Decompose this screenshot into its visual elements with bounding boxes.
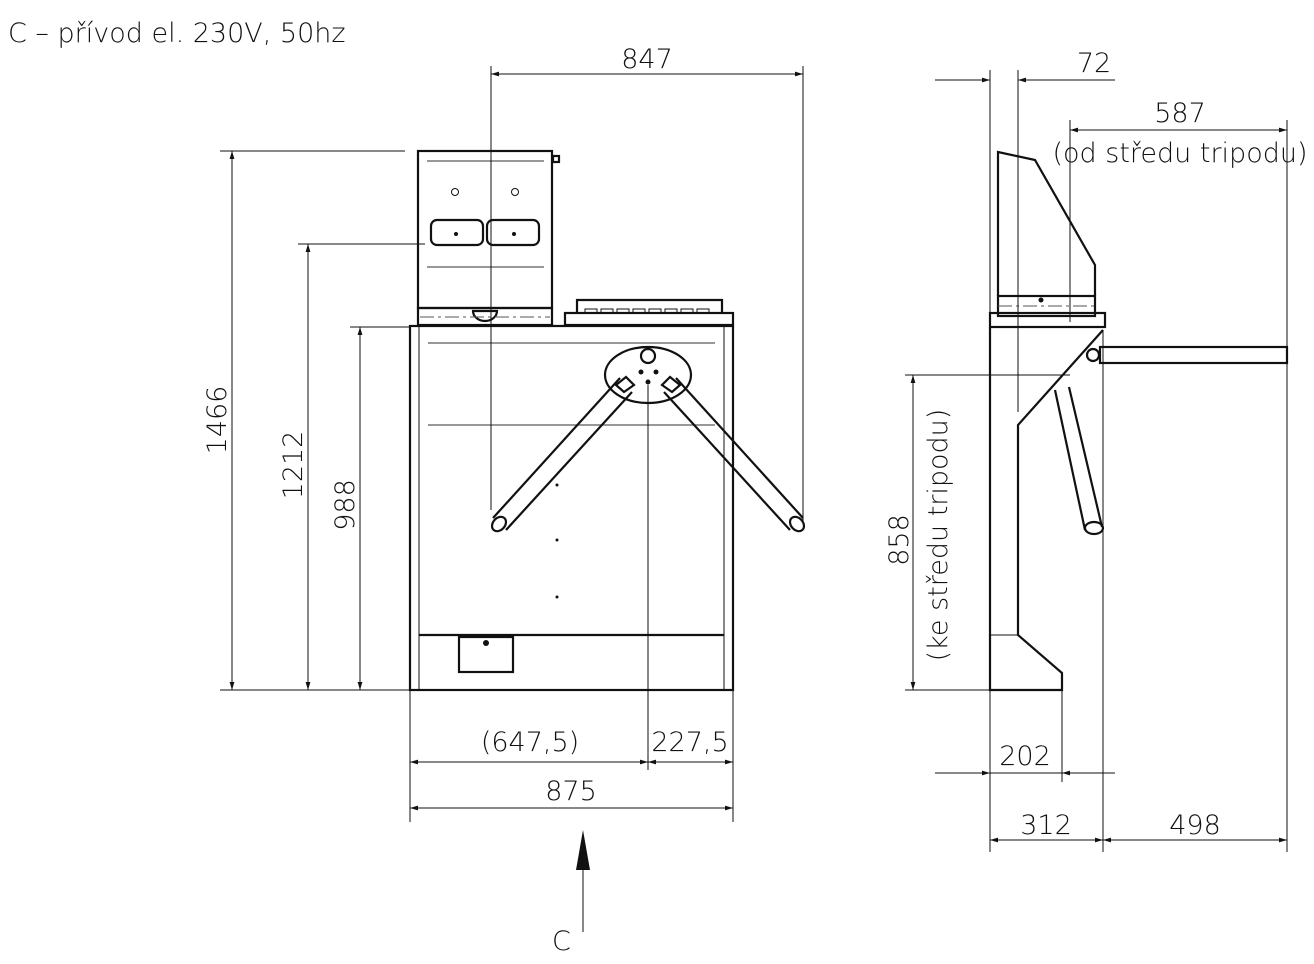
dim-label: 312: [1020, 810, 1072, 841]
dimension-847: 847: [490, 44, 804, 522]
dim-label: 587: [1154, 98, 1206, 129]
lower-arm: [1053, 386, 1104, 531]
horizontal-arm: [1098, 345, 1289, 365]
tripod: [490, 345, 806, 770]
dim-label: 875: [545, 776, 597, 807]
dimension-1212: 1212: [278, 243, 425, 690]
turnstile-body: [408, 324, 735, 692]
dim-label: 202: [999, 741, 1051, 772]
dimension-858: 858 (ke středu tripodu): [884, 374, 1070, 691]
dimension-647-5: (647,5): [409, 690, 734, 822]
dim-label: 858: [884, 514, 915, 566]
service-hatch: [457, 635, 515, 674]
top-plate: [563, 298, 735, 327]
dim-label: 1212: [278, 431, 309, 500]
cable-entry-label: C: [552, 926, 571, 957]
dim-label: 988: [330, 479, 361, 531]
dimension-1466: 1466: [202, 150, 410, 691]
side-view: 72 587 (od středu tripodu) 858 (ke střed…: [884, 48, 1308, 852]
dim-label: (647,5): [481, 727, 579, 758]
dim-label: 498: [1169, 810, 1221, 841]
cable-entry-arrow: C: [552, 830, 590, 957]
side-panel: [996, 150, 1097, 296]
dimension-312: 312: [990, 810, 1103, 843]
card-reader-panel: [416, 149, 561, 327]
dim-label: 227,5: [651, 727, 728, 758]
power-supply-note: C – přívod el. 230V, 50hz: [8, 18, 346, 49]
dimension-72: 72: [935, 48, 1115, 83]
front-view: 847 1466 1212 988 (647,5) 227,5: [202, 44, 806, 957]
dimension-202: 202: [935, 741, 1115, 776]
dim-label: 847: [621, 44, 673, 75]
dim-label: 1466: [202, 386, 233, 455]
dim-label: 72: [1077, 48, 1111, 79]
dimension-988: 988: [330, 326, 410, 690]
dimension-227-5: 227,5: [648, 727, 733, 765]
dim-note: (ke středu tripodu): [923, 409, 954, 662]
dimension-587: 587 (od středu tripodu): [1052, 98, 1307, 169]
dim-note: (od středu tripodu): [1052, 138, 1307, 169]
dimension-875: 875: [410, 776, 733, 811]
dimension-498: 498: [1103, 810, 1287, 843]
